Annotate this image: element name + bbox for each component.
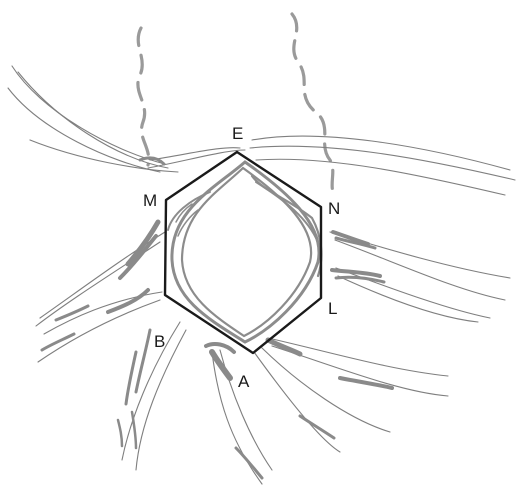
label-e: E [232, 125, 243, 142]
brush-bottom-left [212, 352, 230, 378]
brush-left [128, 222, 158, 264]
label-l: L [328, 300, 337, 317]
label-b: B [154, 333, 165, 350]
right-wavy-outline [292, 14, 333, 192]
label-a: A [238, 373, 249, 390]
hexagon-outline [165, 152, 321, 353]
label-m: M [143, 192, 157, 209]
dashed-wavy-outlines [138, 14, 333, 192]
brush-lower-left [126, 352, 136, 404]
label-n: N [328, 200, 340, 217]
thin-strands [8, 66, 515, 484]
left-wavy-outline [138, 28, 149, 165]
